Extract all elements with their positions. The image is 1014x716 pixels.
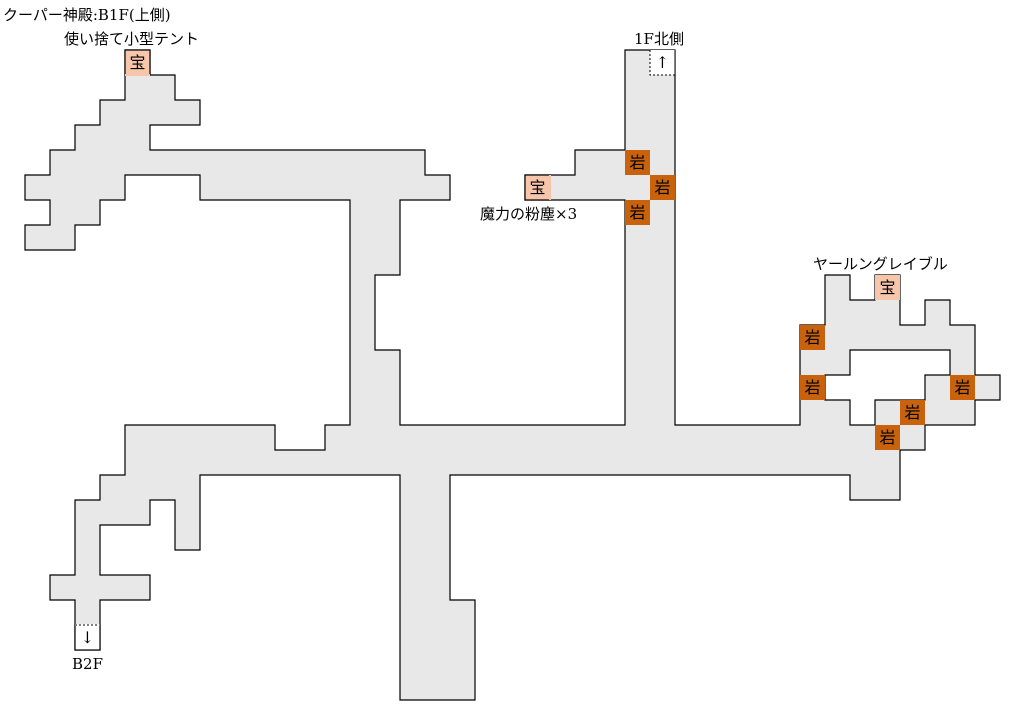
svg-text:岩: 岩 <box>629 203 645 222</box>
label-magic-dust: 魔力の粉塵×3 <box>480 205 577 223</box>
treasure-chest-magic-dust[interactable]: 宝 <box>524 174 551 201</box>
svg-text:岩: 岩 <box>954 378 970 397</box>
rock: 岩 <box>800 325 825 350</box>
rock: 岩 <box>625 150 650 175</box>
arrow-down-icon: ↓ <box>81 628 94 647</box>
rock: 岩 <box>950 375 975 400</box>
rock: 岩 <box>650 175 675 200</box>
treasure-chest-tent[interactable]: 宝 <box>124 49 151 76</box>
map-title: クーパー神殿:B1F(上側) <box>3 6 171 24</box>
treasure-icon: 宝 <box>879 278 895 297</box>
svg-text:岩: 岩 <box>804 378 820 397</box>
svg-text:岩: 岩 <box>804 328 820 347</box>
stairs-up-1f[interactable]: ↑ <box>649 50 676 76</box>
treasure-icon: 宝 <box>129 53 145 72</box>
floor-area <box>24 49 1001 701</box>
rock: 岩 <box>800 375 825 400</box>
rock: 岩 <box>875 425 900 450</box>
treasure-chest-yarngreip[interactable]: 宝 <box>875 275 900 300</box>
rock: 岩 <box>625 200 650 225</box>
label-tent: 使い捨て小型テント <box>64 30 199 48</box>
rock: 岩 <box>900 400 925 425</box>
label-stairs-up: 1F北側 <box>634 30 684 48</box>
svg-text:岩: 岩 <box>879 428 895 447</box>
label-stairs-down: B2F <box>72 655 103 673</box>
svg-text:岩: 岩 <box>904 403 920 422</box>
svg-text:岩: 岩 <box>629 153 645 172</box>
stairs-down-b2f[interactable]: ↓ <box>74 624 101 651</box>
arrow-up-icon: ↑ <box>656 53 669 72</box>
label-yarngreip: ヤールングレイブル <box>813 255 948 273</box>
treasure-icon: 宝 <box>529 178 545 197</box>
svg-text:岩: 岩 <box>654 178 670 197</box>
